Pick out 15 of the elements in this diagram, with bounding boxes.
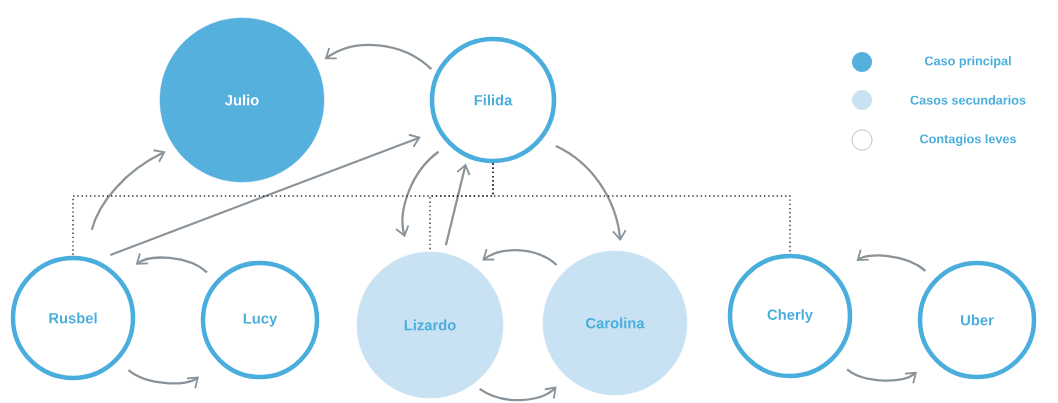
- curved-arrow: [846, 368, 917, 385]
- legend-label: Casos secundarios: [910, 95, 1026, 105]
- curved-arrow: [324, 43, 433, 70]
- curved-arrow: [444, 163, 471, 246]
- curved-arrow: [135, 252, 208, 274]
- curved-arrow: [90, 149, 166, 231]
- legend-label: Contagios leves: [920, 134, 1016, 146]
- curved-arrow: [127, 369, 199, 390]
- curved-arrow: [555, 145, 627, 242]
- curved-arrow: [482, 248, 558, 266]
- curved-arrow: [856, 248, 927, 272]
- curved-arrow: [395, 150, 440, 238]
- curved-arrow: [109, 133, 421, 256]
- legend-label: Caso principal: [924, 56, 1011, 68]
- curved-arrow: [479, 386, 557, 402]
